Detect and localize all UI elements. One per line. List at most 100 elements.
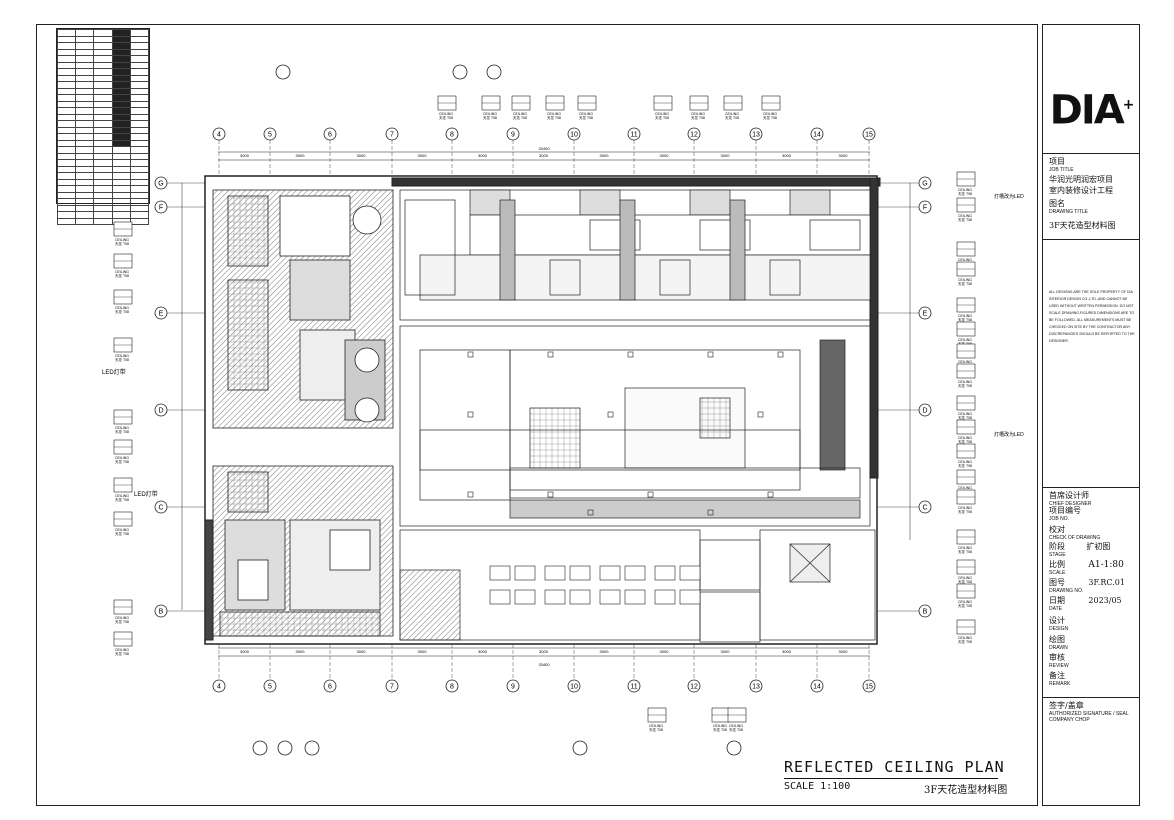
led-note-2: LED灯带 — [134, 490, 158, 498]
callout-ceiling-cn: 天花 T08 — [115, 273, 129, 278]
callout-ceiling: CEILING — [958, 278, 972, 282]
callout-ceiling-cn: 天花 T08 — [958, 579, 972, 584]
callout-ceiling-cn: 天花 T08 — [483, 115, 497, 120]
axis-bubble-top: 9 — [506, 127, 520, 176]
legend-cell — [75, 120, 95, 128]
legend-cell — [93, 61, 113, 69]
axis-label: 12 — [690, 132, 698, 139]
callout-ceiling-cn: 天花 T08 — [547, 115, 561, 120]
callout-ceiling: CEILING — [115, 426, 129, 430]
row-axis-label: E — [159, 311, 164, 318]
callout-ceiling-cn: 天花 T08 — [958, 191, 972, 196]
axis-label: 7 — [390, 684, 394, 691]
row-axis-label: E — [923, 311, 928, 318]
central-atrium — [399, 325, 871, 527]
legend-cell — [93, 94, 113, 102]
callout-ceiling-cn: 天花 T08 — [649, 727, 663, 732]
legend-cell — [56, 61, 77, 69]
material-legend-table — [56, 28, 150, 225]
axis-bubble-bottom: 9 — [506, 644, 520, 693]
axis-label: 9 — [511, 132, 515, 139]
legend-cell — [129, 94, 150, 102]
axis-label: 13 — [752, 132, 760, 139]
axis-label: 11 — [630, 684, 637, 691]
legend-cell — [56, 113, 77, 121]
callout-ceiling: CEILING — [483, 112, 497, 116]
axis-bubble-top: 8 — [445, 127, 459, 176]
callout-ceiling-cn: 天花 T08 — [958, 439, 972, 444]
legend-row — [56, 81, 150, 89]
dimension-label: 3000 — [839, 153, 849, 158]
legend-cell — [129, 113, 150, 121]
legend-cell — [56, 94, 77, 102]
callout-ceiling-cn: 天花 T08 — [958, 281, 972, 286]
logo-text: DIA — [1049, 87, 1125, 134]
legend-cell — [56, 217, 77, 225]
project-name-1: 华润光明润宏项目 — [1049, 175, 1113, 184]
dimension-label: 3000 — [240, 153, 250, 158]
axis-label: 10 — [570, 684, 578, 691]
legend-cell — [56, 74, 77, 82]
callout-ceiling-cn: 天花 T08 — [115, 309, 129, 314]
dimension-label: 3000 — [721, 649, 731, 654]
axis-label: 9 — [511, 684, 515, 691]
dimension-label: 3000 — [782, 649, 792, 654]
legend-cell — [129, 81, 150, 89]
axis-label: 15 — [865, 684, 873, 691]
section-markers — [252, 64, 742, 756]
legend-row — [56, 100, 150, 108]
callout-ceiling-cn: 天花 T08 — [513, 115, 527, 120]
callout-ceiling: CEILING — [958, 546, 972, 550]
drawing-title-cn: 3F天花造型材料图 — [924, 785, 1008, 796]
legend-row — [56, 74, 150, 82]
legend-cell — [93, 100, 113, 108]
callout-ceiling: CEILING — [649, 724, 663, 728]
legend-cell — [129, 87, 150, 95]
axis-label: 14 — [813, 684, 821, 691]
legend-cell — [129, 68, 150, 76]
project-name-2: 室内装修设计工程 — [1049, 186, 1113, 195]
axis-bubble-bottom: 8 — [445, 644, 459, 693]
divider — [1043, 153, 1139, 154]
axis-label: 10 — [570, 132, 578, 139]
axis-label: 6 — [328, 684, 332, 691]
dimension-labels: 3000300030003000300030003000300030003000… — [240, 146, 848, 667]
copyright-notice: ALL DESIGNS ARE THE SOLE PROPERTY OF DIA… — [1049, 290, 1135, 343]
axis-bubble-bottom: 10 — [567, 644, 581, 693]
callout-ceiling: CEILING — [115, 354, 129, 358]
legend-cell — [75, 87, 95, 95]
legend-cell — [56, 87, 77, 95]
legend-cell — [93, 74, 113, 82]
axis-label: 4 — [217, 132, 221, 139]
callout-ceiling: CEILING — [958, 258, 972, 262]
axis-label: 6 — [328, 132, 332, 139]
axis-bubble-bottom: 14 — [810, 644, 824, 693]
row-axis-label: G — [922, 181, 927, 188]
callout-ceiling-cn: 天花 T08 — [115, 531, 129, 536]
dimension-label: 3000 — [296, 649, 306, 654]
row-axis-label: B — [923, 609, 928, 616]
callout-ceiling: CEILING — [958, 214, 972, 218]
legend-cell — [93, 81, 113, 89]
axis-bubble-bottom: 4 — [212, 644, 226, 693]
